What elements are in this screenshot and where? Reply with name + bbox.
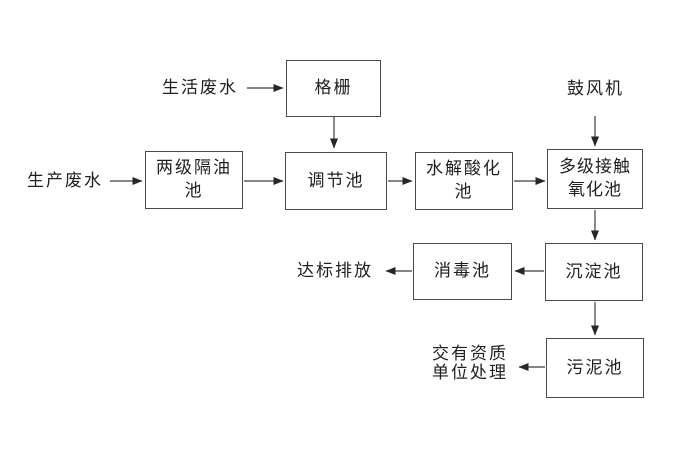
label-blower: 鼓风机 — [567, 79, 624, 98]
node-hydrolysis-tank: 水解酸化池 — [415, 152, 513, 210]
label-production-wastewater: 生产废水 — [27, 171, 103, 190]
node-regulating-tank: 调节池 — [285, 152, 387, 210]
node-sludge-tank: 污泥池 — [546, 338, 644, 398]
label-qualified-unit-disposal: 交有资质 单位处理 — [432, 344, 508, 382]
node-sedimentation-tank: 沉淀池 — [545, 243, 643, 301]
label-standard-discharge: 达标排放 — [297, 261, 373, 280]
node-contact-oxidation: 多级接触氧化池 — [547, 149, 643, 209]
node-disinfection-tank: 消毒池 — [413, 243, 512, 300]
node-oil-separation: 两级隔油池 — [145, 151, 243, 209]
label-domestic-wastewater: 生活废水 — [162, 78, 238, 97]
node-grid-screen: 格栅 — [286, 60, 381, 117]
